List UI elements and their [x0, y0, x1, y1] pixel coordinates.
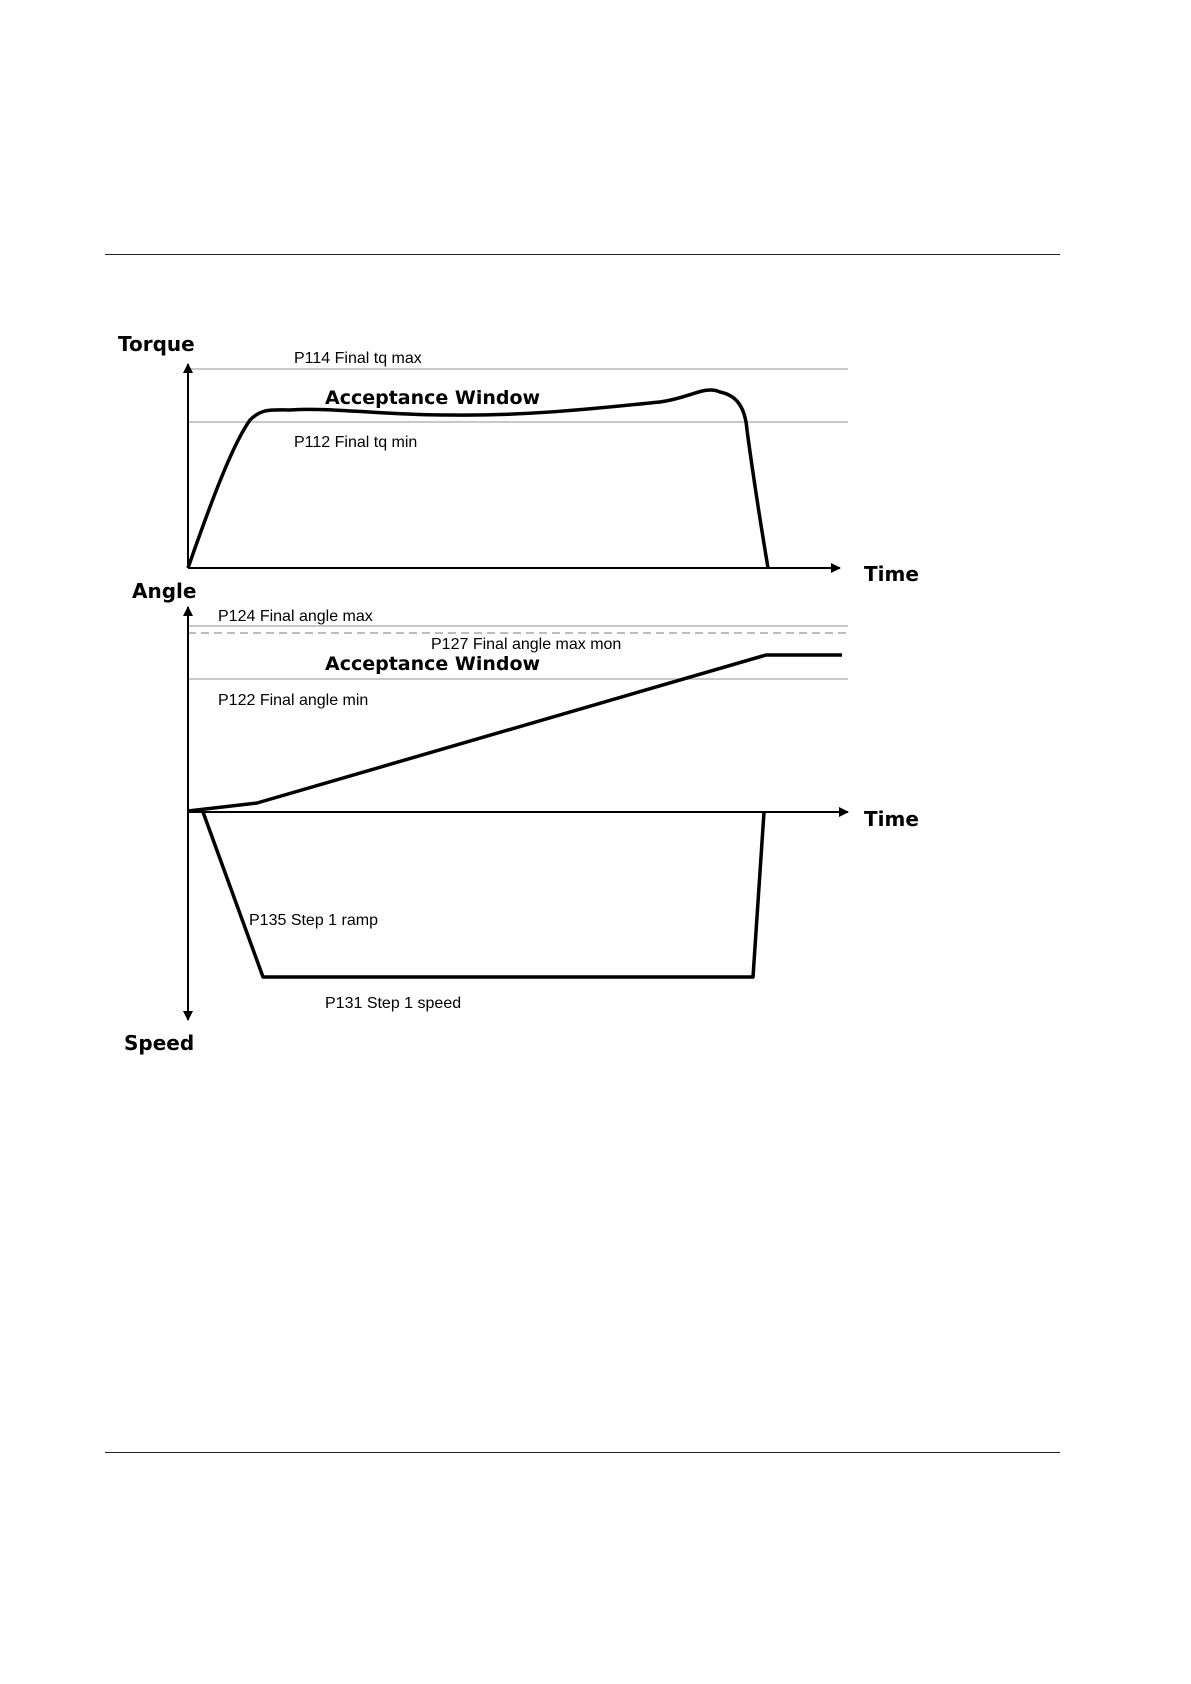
- angle-axis-label: Angle: [132, 579, 196, 603]
- angle-upper-limit-label: P124 Final angle max: [218, 608, 373, 625]
- speed-ramp-label: P135 Step 1 ramp: [249, 912, 378, 929]
- angle-monitor-limit-label: P127 Final angle max mon: [431, 636, 621, 653]
- angle-acceptance-window-label: Acceptance Window: [325, 653, 540, 675]
- torque-curve: [188, 390, 768, 568]
- angle-lower-limit-label: P122 Final angle min: [218, 692, 368, 709]
- speed-step-label: P131 Step 1 speed: [325, 995, 461, 1012]
- angle-time-axis-label: Time: [864, 807, 919, 831]
- torque-acceptance-window-label: Acceptance Window: [325, 387, 540, 409]
- torque-upper-limit-label: P114 Final tq max: [294, 350, 422, 367]
- speed-curve: [203, 812, 764, 977]
- torque-lower-limit-label: P112 Final tq min: [294, 434, 417, 451]
- torque-axis-label: Torque: [118, 332, 195, 356]
- speed-axis-label: Speed: [124, 1031, 194, 1055]
- torque-time-axis-label: Time: [864, 562, 919, 586]
